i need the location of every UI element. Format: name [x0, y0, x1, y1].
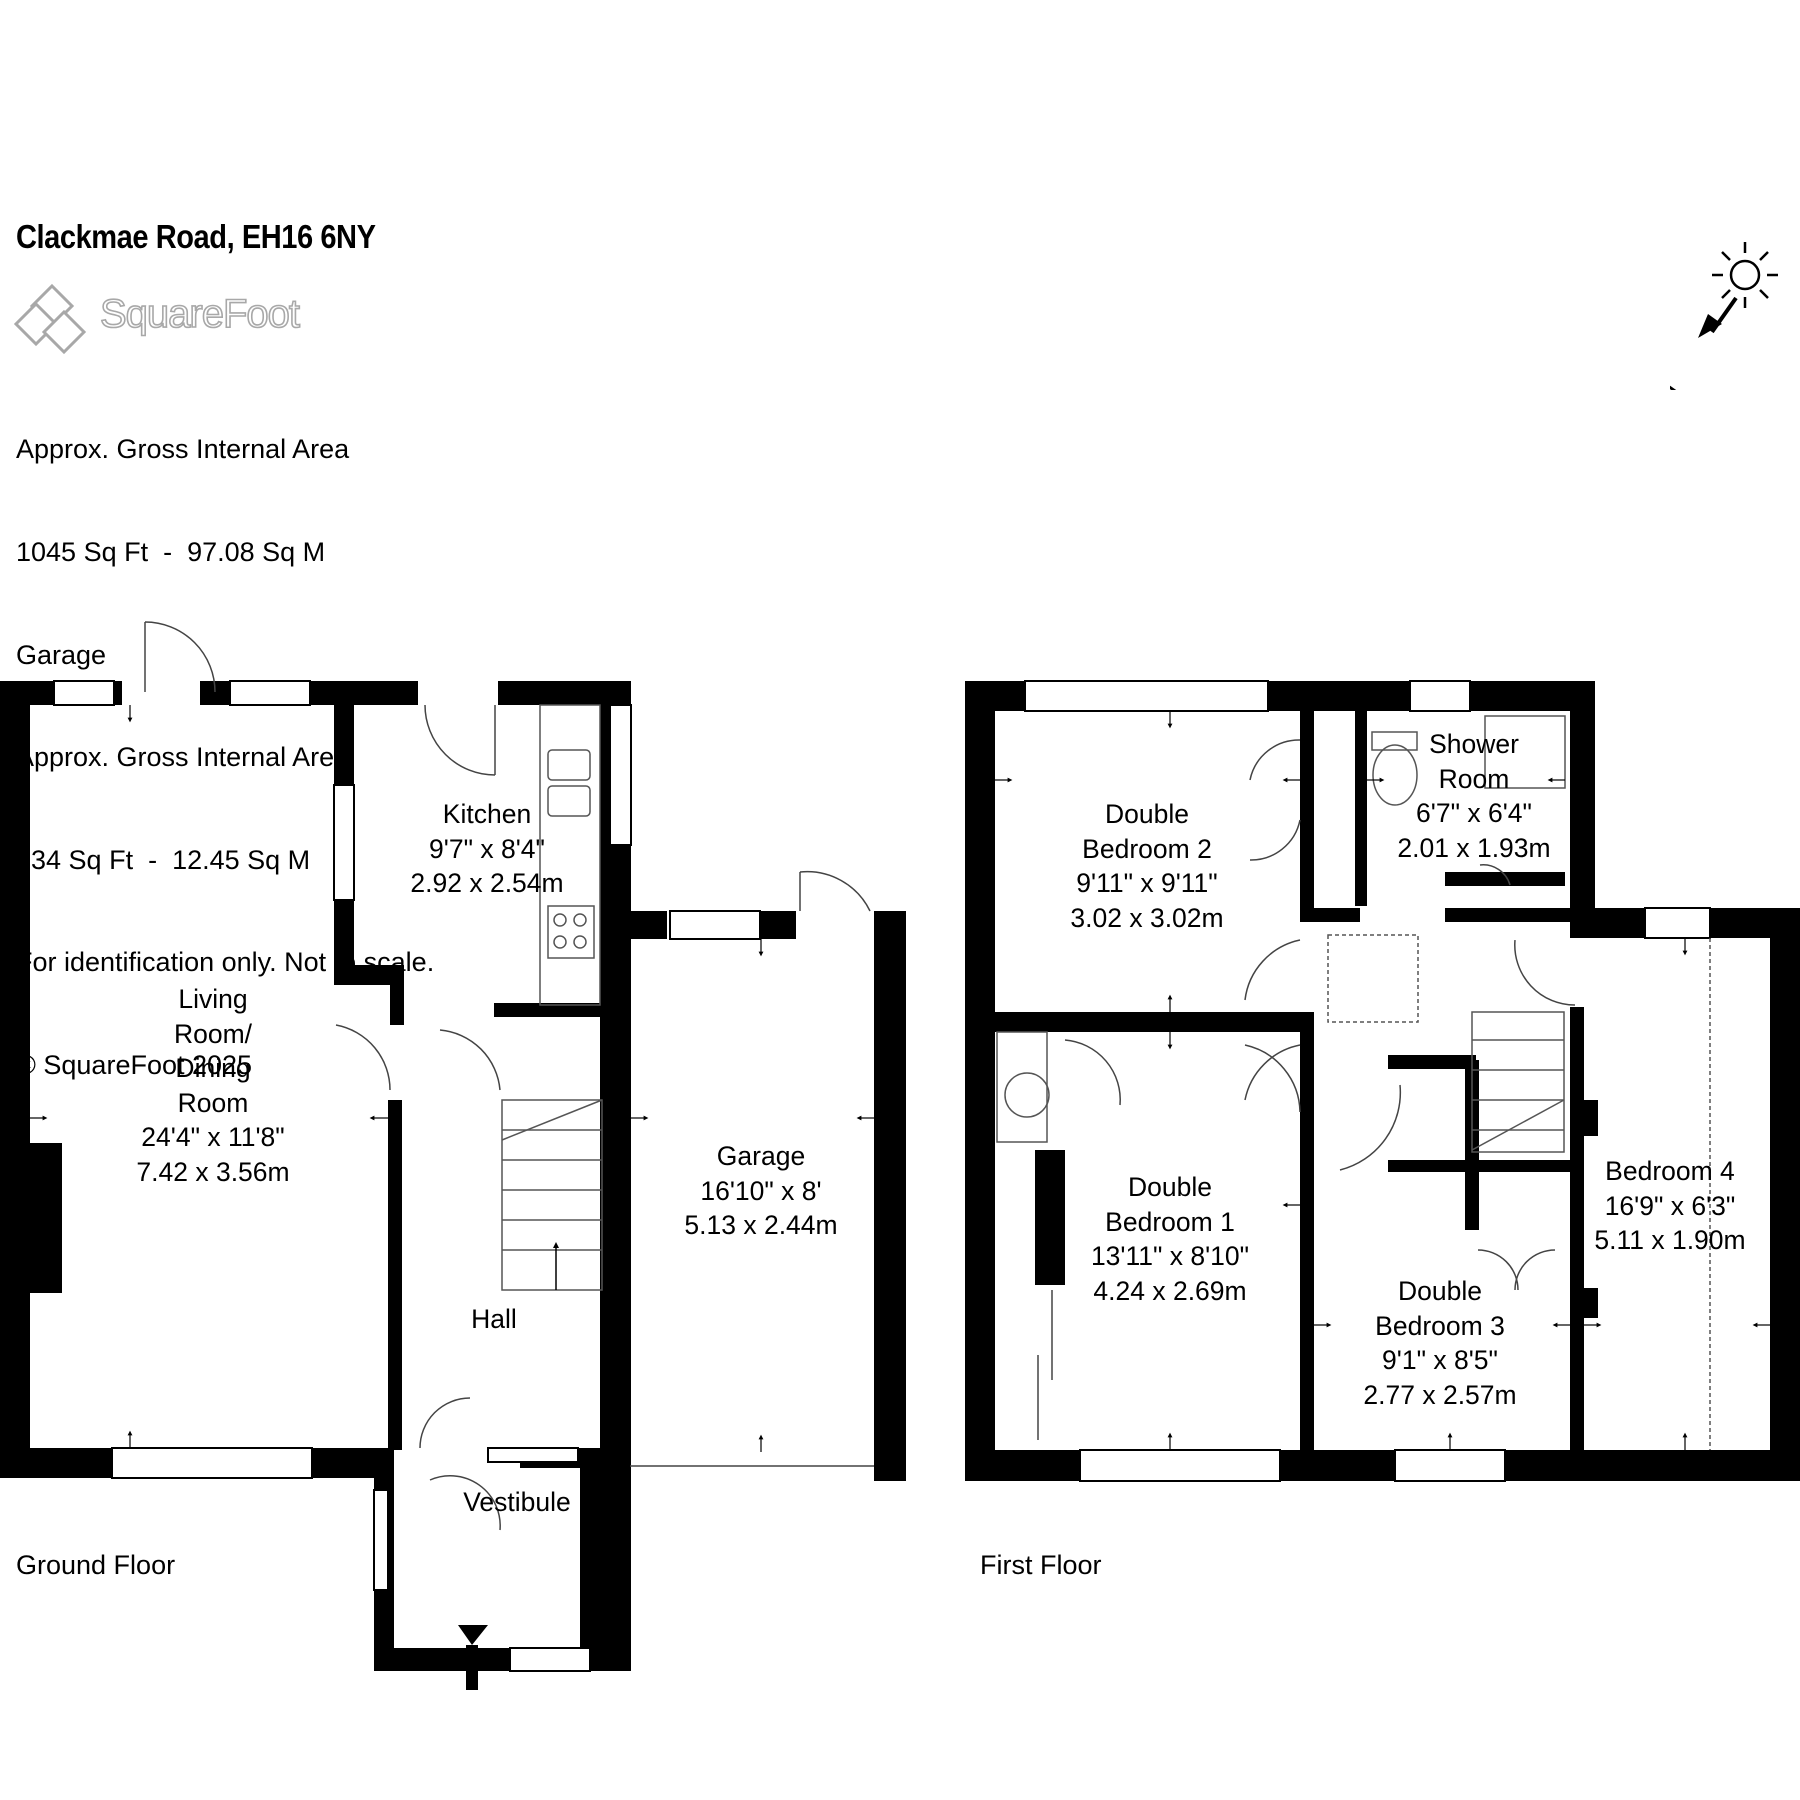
- room-size-imperial: 16'9" x 6'3": [1604, 1190, 1736, 1221]
- room-name: Hall: [471, 1304, 517, 1334]
- room-hall: Hall: [471, 1302, 517, 1337]
- room-vestibule: Vestibule: [463, 1485, 571, 1520]
- room-double-bedroom-1: Double Bedroom 1 13'11" x 8'10" 4.24 x 2…: [1091, 1170, 1249, 1308]
- squarefoot-logo-icon: [13, 283, 87, 355]
- room-size-metric: 5.13 x 2.44m: [684, 1210, 838, 1240]
- first-dimension-ticks: [995, 711, 1770, 1450]
- room-size-imperial: 9'1" x 8'5": [1382, 1345, 1498, 1375]
- squarefoot-logo-text: SquareFoot: [99, 291, 301, 337]
- kitchen-fittings: [539, 704, 601, 1006]
- sun-icon: [1712, 242, 1778, 308]
- room-bedroom-4: Bedroom 4 16'9" x 6'3" 5.11 x 1.90m: [1594, 1154, 1745, 1258]
- room-name: Shower Room: [1429, 729, 1519, 794]
- page-title: Clackmae Road, EH16 6NY: [16, 218, 376, 255]
- north-arrow-icon: [1698, 296, 1738, 338]
- ground-stairs: [501, 1099, 603, 1291]
- room-name: Garage: [716, 1141, 806, 1171]
- room-size-metric: 2.92 x 2.54m: [410, 868, 564, 898]
- squarefoot-logo: SquareFoot: [13, 282, 314, 358]
- first-stairs: [1327, 934, 1711, 1450]
- info-line: Approx. Gross Internal Area: [16, 742, 350, 773]
- room-shower-room: Shower Room 6'7" x 6'4" 2.01 x 1.93m: [1397, 727, 1550, 865]
- room-size-metric: 3.02 x 3.02m: [1070, 902, 1224, 933]
- room-size-imperial: 13'11" x 8'10": [1090, 1241, 1250, 1271]
- ground-windows: [53, 680, 761, 1672]
- first-floor-plan: [965, 680, 1800, 1482]
- first-windows: [1024, 680, 1711, 1482]
- room-size-imperial: 24'4" x 11'8": [141, 1122, 285, 1152]
- shower-fittings: [996, 715, 1566, 1143]
- entrance-arrow-icon: [458, 1625, 488, 1690]
- ground-dimension-ticks: [30, 705, 874, 1452]
- room-size-imperial: 9'11" x 9'11": [1076, 868, 1218, 898]
- room-name: Double Bedroom 3: [1375, 1276, 1505, 1341]
- room-size-metric: 4.24 x 2.69m: [1093, 1275, 1247, 1306]
- room-kitchen: Kitchen 9'7" x 8'4" 2.92 x 2.54m: [410, 797, 563, 901]
- info-line: 134 Sq Ft - 12.45 Sq M: [16, 844, 311, 875]
- room-name: Double Bedroom 2: [1082, 799, 1212, 864]
- room-double-bedroom-2: Double Bedroom 2 9'11" x 9'11" 3.02 x 3.…: [1070, 797, 1223, 935]
- info-line: Garage: [16, 639, 107, 670]
- room-size-imperial: 6'7" x 6'4": [1416, 798, 1532, 828]
- info-line: 1045 Sq Ft - 97.08 Sq M: [16, 537, 326, 568]
- ground-floor-label: Ground Floor: [16, 1550, 176, 1580]
- room-size-metric: 5.11 x 1.90m: [1594, 1225, 1746, 1255]
- room-size-metric: 2.01 x 1.93m: [1397, 832, 1551, 863]
- compass-icon: N: [1670, 242, 1778, 390]
- room-name: Living Room/ Dining Room: [173, 984, 253, 1118]
- ground-doors: [144, 621, 874, 1531]
- info-line: Approx. Gross Internal Area: [16, 434, 350, 465]
- room-name: Double Bedroom 1: [1105, 1172, 1235, 1237]
- room-living-dining: Living Room/ Dining Room 24'4" x 11'8" 7…: [136, 982, 289, 1189]
- room-size-imperial: 9'7" x 8'4": [429, 833, 545, 864]
- room-garage: Garage 16'10" x 8' 5.13 x 2.44m: [684, 1139, 837, 1243]
- ground-floor-plan: [0, 621, 906, 1690]
- room-name: Bedroom 4: [1605, 1156, 1735, 1186]
- room-name: Kitchen: [442, 799, 532, 829]
- room-size-metric: 7.42 x 3.56m: [136, 1156, 290, 1187]
- first-doors: [1037, 739, 1576, 1440]
- room-double-bedroom-3: Double Bedroom 3 9'1" x 8'5" 2.77 x 2.57…: [1363, 1274, 1516, 1412]
- first-floor-label: First Floor: [980, 1550, 1102, 1580]
- room-size-metric: 2.77 x 2.57m: [1363, 1379, 1517, 1410]
- room-size-imperial: 16'10" x 8': [700, 1175, 822, 1206]
- room-name: Vestibule: [463, 1487, 571, 1517]
- area-info: Approx. Gross Internal Area 1045 Sq Ft -…: [16, 364, 434, 1116]
